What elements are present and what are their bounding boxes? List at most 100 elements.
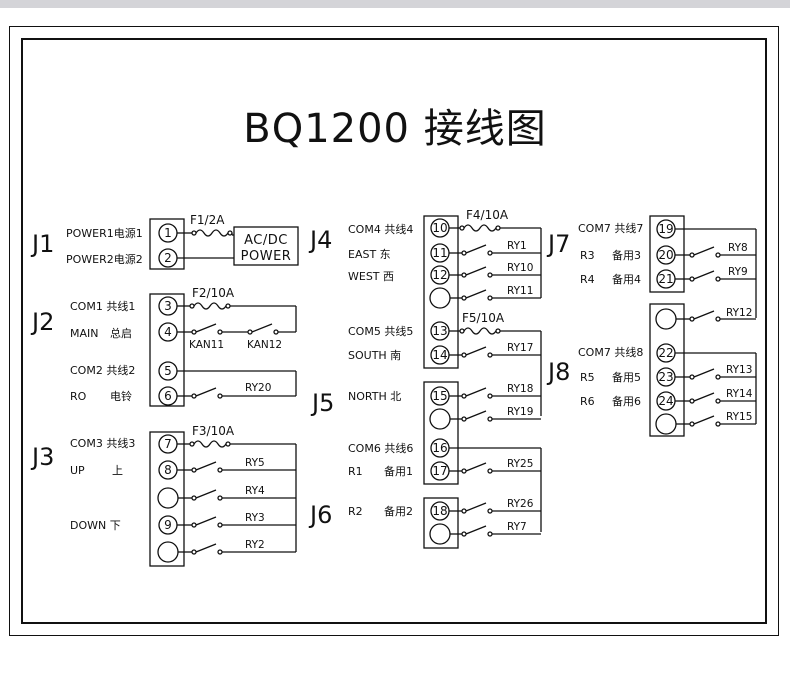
label-r2-en: R2 (348, 505, 363, 518)
label-r3-cn: 备用3 (612, 248, 641, 262)
terminal-blank-j8-a (655, 308, 677, 330)
inner-frame (21, 38, 767, 624)
label-r3-en: R3 (580, 249, 595, 262)
relay-label-ry2: RY2 (245, 539, 265, 551)
label-main-cn: 总启 (110, 326, 132, 340)
j6-terminal-block (423, 497, 459, 549)
terminal-blank-j3-a (157, 487, 179, 509)
relay-label-ry20: RY20 (245, 382, 271, 394)
label-r4-cn: 备用4 (612, 272, 641, 286)
switch-label-kan11: KAN11 (189, 339, 224, 351)
terminal-number-11: 11 (432, 246, 447, 260)
label-ro-cn: 电铃 (110, 389, 132, 403)
j4-terminal-block (423, 215, 459, 369)
label-com2: COM2 共线2 (70, 363, 135, 377)
label-power2: POWER2电源2 (66, 252, 143, 266)
terminal-number-1: 1 (164, 226, 172, 240)
label-com1: COM1 共线1 (70, 299, 135, 313)
terminal-number-12: 12 (432, 268, 447, 282)
group-label-j5: J5 (310, 389, 334, 417)
relay-label-ry9: RY9 (728, 266, 748, 278)
group-label-j3: J3 (30, 443, 54, 471)
label-r4-en: R4 (580, 273, 595, 286)
label-north: NORTH 北 (348, 390, 401, 403)
label-up-en: UP (70, 464, 85, 477)
j8-terminal-block (649, 303, 685, 437)
terminal-blank-j5 (429, 408, 451, 430)
fuse-label-f1: F1/2A (190, 213, 225, 227)
label-r1-en: R1 (348, 465, 363, 478)
terminal-number-7: 7 (164, 437, 172, 451)
outer-frame (9, 26, 779, 636)
group-label-j7: J7 (546, 230, 570, 258)
j3-terminal-block (149, 431, 185, 567)
label-r6-cn: 备用6 (612, 394, 641, 408)
j7-terminal-block (649, 215, 685, 293)
label-com7-7: COM7 共线7 (578, 221, 643, 235)
relay-label-ry12: RY12 (726, 307, 752, 319)
terminal-blank-j6 (429, 523, 451, 545)
label-down: DOWN 下 (70, 519, 121, 532)
group-label-j6: J6 (308, 501, 332, 529)
terminal-number-13: 13 (432, 324, 447, 338)
terminal-number-6: 6 (164, 389, 172, 403)
terminal-blank-j4 (429, 287, 451, 309)
label-south: SOUTH 南 (348, 349, 401, 362)
j1-terminal-block (149, 218, 185, 270)
terminal-number-15: 15 (432, 389, 447, 403)
label-com5: COM5 共线5 (348, 324, 413, 338)
switch-label-kan12: KAN12 (247, 339, 282, 351)
label-r2-cn: 备用2 (384, 504, 413, 518)
terminal-number-23: 23 (658, 370, 673, 384)
label-r6-en: R6 (580, 395, 595, 408)
relay-label-ry4: RY4 (245, 485, 265, 497)
terminal-number-8: 8 (164, 463, 172, 477)
label-r1-cn: 备用1 (384, 464, 413, 478)
relay-label-ry3: RY3 (245, 512, 265, 524)
terminal-blank-j8-b (655, 413, 677, 435)
label-r5-cn: 备用5 (612, 370, 641, 384)
terminal-number-22: 22 (658, 346, 673, 360)
label-main-en: MAIN (70, 327, 99, 340)
power-box-line1: AC/DC (244, 233, 288, 248)
terminal-number-17: 17 (432, 464, 447, 478)
group-label-j8: J8 (546, 358, 570, 386)
fuse-label-f4: F4/10A (466, 208, 509, 222)
group-label-j1: J1 (30, 230, 54, 258)
terminal-number-21: 21 (658, 272, 673, 286)
label-east: EAST 东 (348, 248, 391, 261)
label-power1: POWER1电源1 (66, 226, 143, 240)
ac-dc-power-box (233, 226, 299, 266)
terminal-number-10: 10 (432, 221, 447, 235)
diagram-title: BQ1200 接线图 (243, 106, 547, 152)
relay-label-ry18: RY18 (507, 383, 533, 395)
relay-label-ry15: RY15 (726, 411, 752, 423)
label-up-cn: 上 (112, 464, 123, 477)
fuse-label-f5: F5/10A (462, 311, 505, 325)
group-label-j4: J4 (308, 226, 332, 254)
relay-label-ry11: RY11 (507, 285, 533, 297)
relay-label-ry1: RY1 (507, 240, 527, 252)
terminal-number-4: 4 (164, 325, 172, 339)
terminal-number-18: 18 (432, 504, 447, 518)
label-ro-en: RO (70, 390, 87, 403)
fuse-label-f3: F3/10A (192, 424, 235, 438)
label-com6: COM6 共线6 (348, 441, 413, 455)
terminal-number-5: 5 (164, 364, 172, 378)
relay-label-ry7: RY7 (507, 521, 527, 533)
relay-label-ry10: RY10 (507, 262, 533, 274)
relay-label-ry26: RY26 (507, 498, 534, 510)
label-com7-8: COM7 共线8 (578, 345, 643, 359)
terminal-number-14: 14 (432, 348, 447, 362)
relay-label-ry8: RY8 (728, 242, 748, 254)
terminal-number-24: 24 (658, 394, 673, 408)
group-label-j2: J2 (30, 308, 54, 336)
relay-label-ry5: RY5 (245, 457, 265, 469)
label-west: WEST 西 (348, 270, 394, 283)
j5-terminal-block (423, 381, 459, 485)
top-bar (0, 0, 790, 8)
terminal-number-9: 9 (164, 518, 172, 532)
label-com4: COM4 共线4 (348, 222, 413, 236)
terminal-number-16: 16 (432, 441, 447, 455)
